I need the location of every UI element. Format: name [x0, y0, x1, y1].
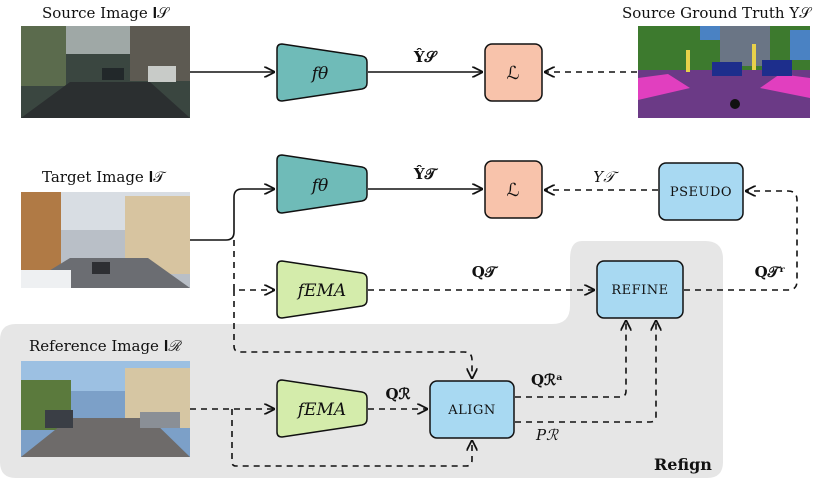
refine-box — [596, 260, 684, 319]
target-image-caption: Target Image 𝐈𝒯 — [42, 168, 167, 186]
reference-image-caption: Reference Image 𝐈ℛ — [29, 337, 182, 355]
refine-label: REFINE — [611, 283, 668, 298]
arrow-target-to-align — [233, 290, 472, 378]
loss-top-label: ℒ — [507, 63, 520, 84]
arrow-target-to-fema — [233, 240, 274, 290]
loss-mid-box — [484, 160, 543, 219]
edge-label-q-r: Qℛ — [385, 385, 410, 403]
edge-label-q-t: Q𝒯 — [472, 263, 499, 281]
loss-mid-label: ℒ — [507, 180, 520, 201]
f-theta-mid-label: fθ — [310, 176, 329, 196]
f-ema-bot-block — [276, 379, 368, 438]
source-ground-truth-image — [638, 26, 810, 118]
align-box — [429, 380, 515, 439]
edge-label-p-r: Pℛ — [535, 426, 559, 444]
align-label: ALIGN — [447, 403, 495, 418]
f-ema-bot-label: fEMA — [296, 400, 346, 420]
edge-label-q-a-r: Qℛᵃ — [531, 371, 563, 389]
f-theta-top-label: fθ — [310, 64, 329, 84]
refign-region-label: Refign — [654, 455, 712, 474]
arrow-align-qa-to-refine — [515, 321, 626, 398]
loss-top-box — [484, 43, 543, 102]
pseudo-box — [658, 162, 744, 221]
target-image — [21, 192, 190, 288]
f-theta-mid-block — [276, 154, 368, 214]
arrow-refine-to-pseudo — [684, 191, 798, 291]
edge-label-q-t-r: Q𝒯ʳ — [755, 263, 786, 281]
edge-label-y-t: Y𝒯 — [593, 168, 619, 186]
pseudo-label: PSEUDO — [670, 185, 732, 200]
source-gt-caption: Source Ground Truth Y𝒮 — [622, 4, 812, 22]
f-theta-top-block — [276, 43, 368, 102]
f-ema-mid-block — [276, 260, 368, 319]
edge-label-y-hat-t: Ŷ𝒯 — [413, 165, 439, 183]
edge-label-y-hat-s: Ŷ𝒮 — [413, 48, 439, 66]
source-image — [21, 26, 190, 118]
f-ema-mid-label: fEMA — [296, 281, 346, 301]
source-image-caption: Source Image 𝐈𝒮 — [42, 4, 170, 22]
reference-image — [21, 361, 190, 457]
arrow-align-p-to-refine — [515, 321, 656, 423]
arrow-target-to-ftheta — [190, 189, 274, 241]
